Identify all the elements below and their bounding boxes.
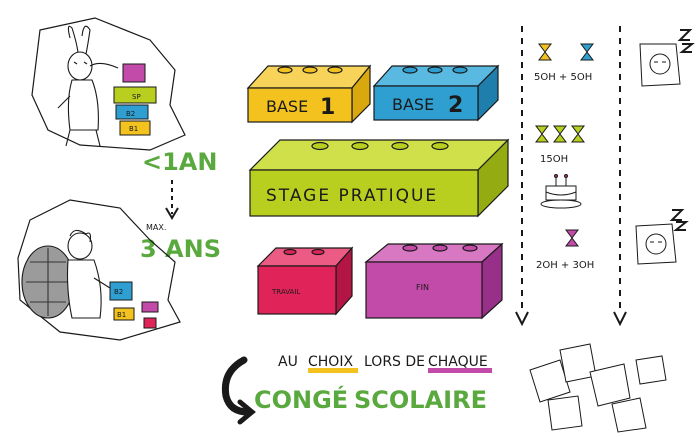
hourglass-blue-icon	[580, 43, 594, 61]
footer-lors-de: LORS DE	[364, 354, 425, 370]
choice-underline	[308, 368, 358, 373]
brick-stage-pratique	[248, 138, 510, 218]
brick-base-2	[372, 64, 500, 122]
footer-scolaire: SCOLAIRE	[354, 386, 487, 414]
brick-pink	[364, 242, 504, 320]
right-timeline-right	[613, 26, 627, 327]
brick-pink-label: FIN	[416, 283, 429, 292]
hourglass-green-icon-2	[553, 125, 567, 143]
footer-au: AU	[278, 354, 298, 370]
turtle-figure	[21, 229, 111, 319]
turtle-block-b1: B1	[117, 311, 126, 319]
brick-base-2-label: BASE	[392, 95, 434, 114]
hours-bottom: 2OH + 3OH	[536, 260, 594, 271]
hourglass-pink-icon	[565, 229, 579, 247]
footer-each: CHAQUE	[428, 354, 488, 370]
sleeping-face-icon-2	[635, 223, 677, 265]
teacher-frame	[31, 17, 186, 151]
cake-icon	[540, 174, 582, 209]
mini-block-b2: B2	[126, 110, 135, 118]
mini-block-sp: SP	[132, 93, 141, 101]
turtle-block-stack	[109, 281, 159, 329]
brick-base-2-number: 2	[448, 93, 463, 118]
footer-choice: CHOIX	[308, 354, 353, 370]
max-prefix: MAX.	[146, 223, 166, 232]
footer-conge: CONGÉ	[254, 385, 348, 414]
turtle-block-b2: B2	[114, 288, 123, 296]
teacher-figure	[57, 25, 119, 147]
brick-base-1	[246, 64, 372, 124]
zzz-icon-1	[677, 29, 695, 53]
hours-top: 5OH + 5OH	[534, 72, 592, 83]
max-period-label: 3 ANS	[140, 235, 221, 263]
turtle-scene	[17, 199, 181, 341]
teacher-block-stack	[113, 63, 157, 136]
teacher-scene	[31, 17, 186, 151]
right-timeline-left	[515, 26, 529, 327]
brick-stage-label: STAGE PRATIQUE	[266, 186, 438, 206]
hours-middle: 15OH	[540, 154, 568, 165]
sleeping-face-icon-1	[639, 43, 681, 87]
papers-pile-icon	[529, 343, 667, 433]
brick-red-label: TRAVAIL	[271, 288, 300, 296]
brick-base-1-number: 1	[320, 95, 335, 120]
hourglass-green-icon-3	[571, 125, 585, 143]
hourglass-yellow-icon	[538, 43, 552, 61]
brick-base-1-label: BASE	[266, 97, 308, 116]
return-arrow-icon	[221, 356, 256, 425]
each-underline	[428, 368, 492, 373]
mini-block-b1: B1	[129, 125, 138, 133]
timeline-arrow	[165, 180, 179, 220]
first-period-label: <1AN	[142, 148, 217, 176]
zzz-icon-2	[669, 209, 689, 231]
brick-red	[256, 246, 354, 316]
turtle-frame	[17, 199, 181, 341]
hourglass-green-icon-1	[535, 125, 549, 143]
